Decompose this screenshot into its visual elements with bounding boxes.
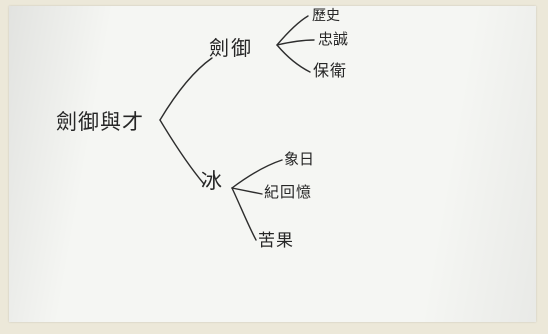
connector-branch-1-leaf-3 [276,44,311,73]
mindmap-leaf-1-2: 忠誠 [318,30,349,48]
connector-root-branch-1 [159,57,213,121]
connector-branch-2-leaf-2 [231,187,263,195]
connector-branch-2-leaf-3 [231,187,257,241]
mindmap-branch-1: 劍御 [209,36,253,60]
connector-root-branch-2 [159,119,205,185]
mindmap-leaf-2-3: 苦果 [258,231,294,251]
connector-branch-1-leaf-2 [276,39,315,46]
connector-branch-1-leaf-1 [276,15,309,46]
mindmap-leaf-2-1: 象日 [284,150,315,168]
mindmap-leaf-1-1: 歷史 [312,8,340,24]
mindmap-root: 劍御與才 [56,110,144,134]
mindmap-leaf-2-2: 紀回憶 [264,183,313,201]
mindmap-leaf-1-3: 保衛 [313,61,348,80]
connector-branch-2-leaf-1 [231,159,283,189]
mindmap-branch-2: 冰 [201,169,222,193]
